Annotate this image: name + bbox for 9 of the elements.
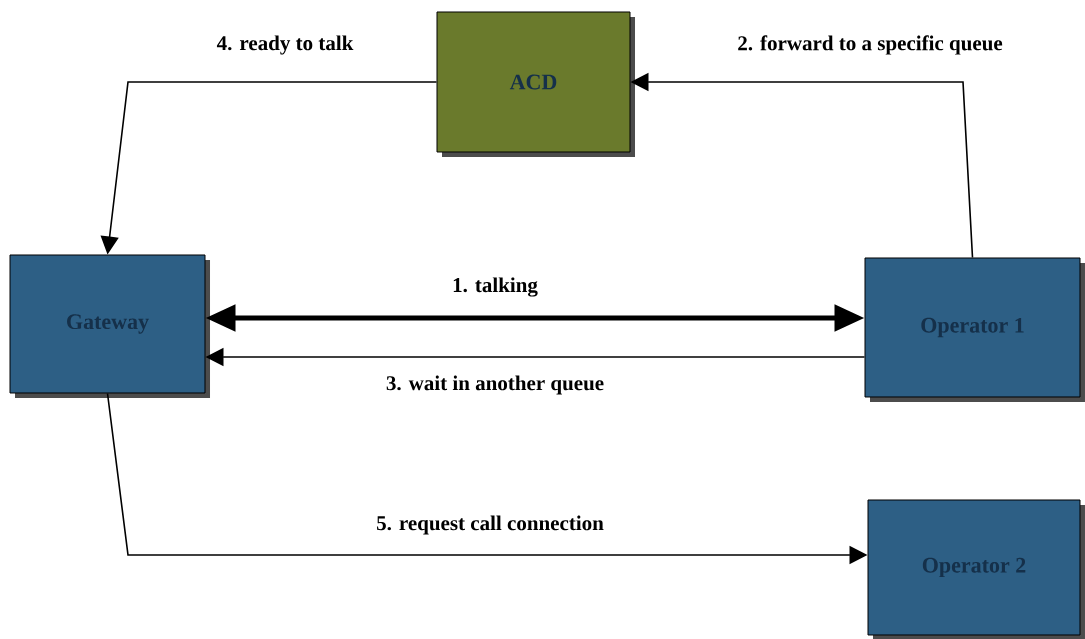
process-box: Gateway — [9, 254, 210, 398]
edge-label: 2. forward to a specific queue — [738, 35, 1003, 55]
process-box: ACD — [436, 11, 635, 157]
edge-label: 1. talking — [453, 277, 538, 297]
edge-label: 3. wait in another queue — [386, 375, 604, 395]
process-box: Operator 1 — [864, 257, 1085, 402]
edge-label: 4. ready to talk — [216, 35, 354, 55]
edge-label: 5. request call connection — [377, 515, 604, 535]
process-box: Operator 2 — [867, 499, 1085, 639]
